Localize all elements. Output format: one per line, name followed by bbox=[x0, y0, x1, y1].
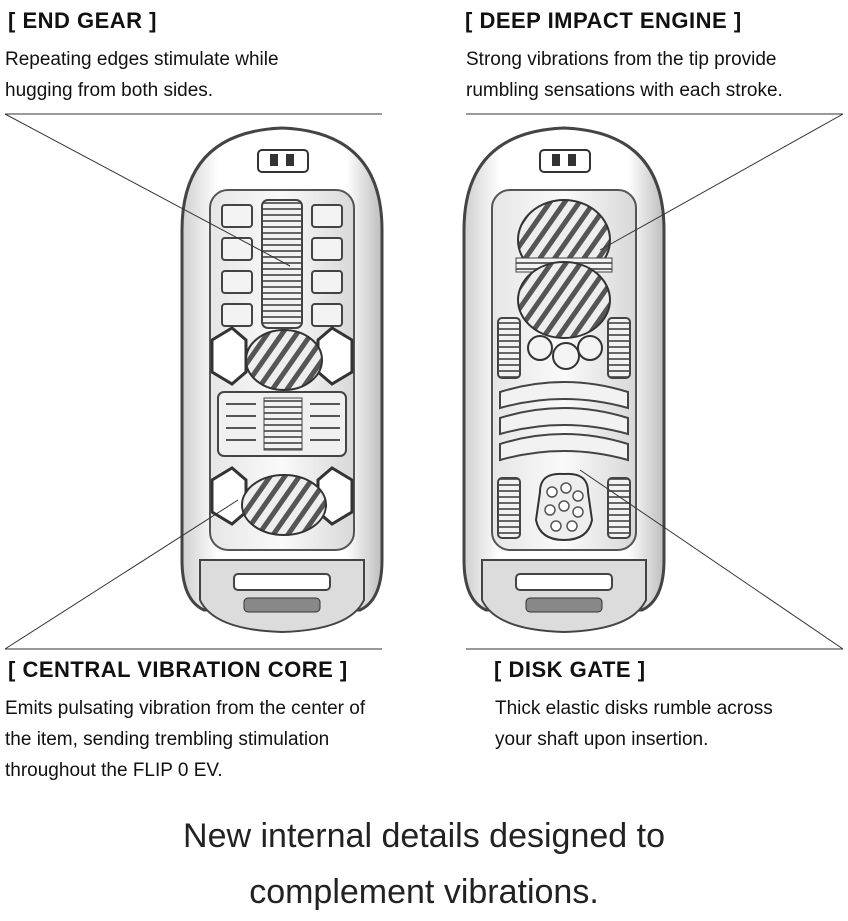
deep-impact-engine-line-2: rumbling sensations with each stroke. bbox=[466, 80, 783, 101]
end-gear-line-2: hugging from both sides. bbox=[5, 80, 214, 101]
central-vibration-core-description: Emits pulsating vibration from the cente… bbox=[5, 693, 365, 786]
central-vibration-core-line-1: Emits pulsating vibration from the cente… bbox=[5, 698, 366, 719]
central-vibration-core-line-3: throughout the FLIP 0 EV. bbox=[5, 760, 223, 781]
end-gear-line-1: Repeating edges stimulate while bbox=[5, 49, 279, 70]
leader-central-vibration-core bbox=[4, 499, 239, 650]
end-gear-heading: [ END GEAR ] bbox=[8, 8, 157, 33]
left-capsule-drawing bbox=[180, 126, 384, 634]
end-gear-description: Repeating edges stimulate while hugging … bbox=[5, 44, 279, 106]
deep-impact-engine-heading: [ DEEP IMPACT ENGINE ] bbox=[465, 8, 742, 33]
disk-gate-heading: [ DISK GATE ] bbox=[494, 657, 646, 682]
deep-impact-engine-description: Strong vibrations from the tip provide r… bbox=[466, 44, 783, 106]
tagline: New internal details designed to complem… bbox=[0, 808, 848, 920]
leader-end-gear bbox=[4, 113, 291, 267]
central-vibration-core-line-2: the item, sending trembling stimulation bbox=[5, 729, 330, 750]
right-capsule-drawing bbox=[462, 126, 666, 634]
leader-disk-gate bbox=[579, 469, 844, 650]
disk-gate-line-2: your shaft upon insertion. bbox=[495, 729, 709, 750]
leader-deep-impact-engine bbox=[599, 113, 844, 251]
disk-gate-description: Thick elastic disks rumble across your s… bbox=[495, 693, 773, 755]
deep-impact-engine-line-1: Strong vibrations from the tip provide bbox=[466, 49, 777, 70]
tagline-line-1: New internal details designed to bbox=[183, 817, 665, 855]
tagline-line-2: complement vibrations. bbox=[249, 873, 599, 911]
disk-gate-line-1: Thick elastic disks rumble across bbox=[495, 698, 773, 719]
central-vibration-core-heading: [ CENTRAL VIBRATION CORE ] bbox=[8, 657, 348, 682]
